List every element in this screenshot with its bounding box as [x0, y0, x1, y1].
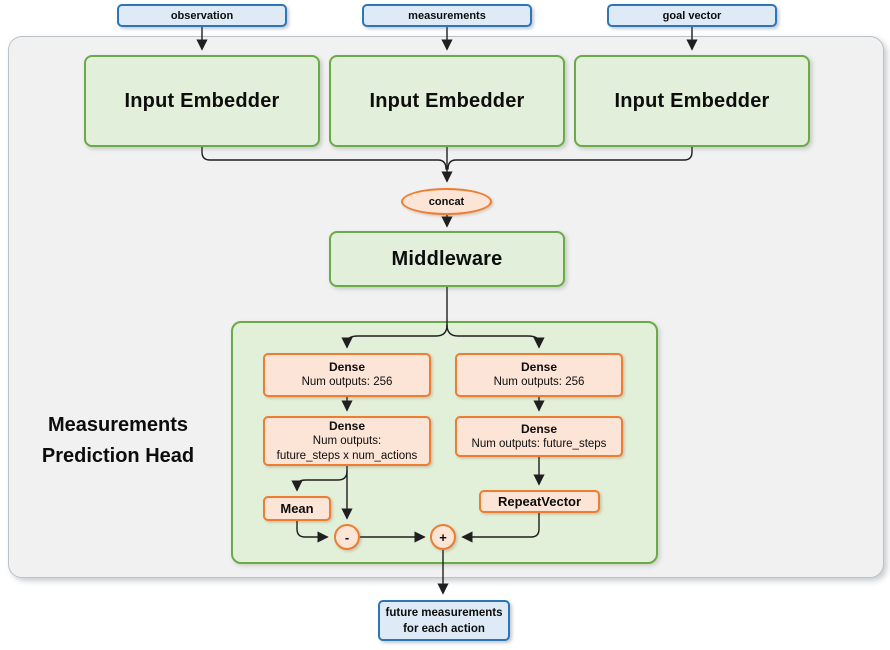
- input-embedder-label: Input Embedder: [369, 89, 525, 112]
- concat-label: concat: [428, 195, 465, 208]
- input-embedder-measurements: Input Embedder: [329, 55, 565, 147]
- concat-node: concat: [401, 188, 492, 215]
- input-measurements-label: measurements: [408, 9, 486, 22]
- repeat-vector-label: RepeatVector: [497, 494, 582, 509]
- input-measurements: measurements: [362, 4, 532, 27]
- dense-left-1: Dense Num outputs: 256: [263, 353, 431, 397]
- dense-right-1: Dense Num outputs: 256: [455, 353, 623, 397]
- dense-detail: Num outputs: 256: [301, 376, 393, 388]
- input-embedder-observation: Input Embedder: [84, 55, 320, 147]
- dense-right-2: Dense Num outputs: future_steps: [455, 416, 623, 457]
- add-node: +: [430, 524, 456, 550]
- input-goal-vector: goal vector: [607, 4, 777, 27]
- output-label-line1: future measurements: [385, 606, 503, 619]
- mean-label: Mean: [280, 501, 314, 516]
- dense-name: Dense: [520, 360, 558, 374]
- input-observation: observation: [117, 4, 287, 27]
- dense-name: Dense: [328, 418, 366, 433]
- input-goal-vector-label: goal vector: [662, 9, 722, 22]
- input-observation-label: observation: [170, 9, 234, 22]
- middleware-block: Middleware: [329, 231, 565, 287]
- repeat-vector-block: RepeatVector: [479, 490, 600, 513]
- input-embedder-goal-vector: Input Embedder: [574, 55, 810, 147]
- dense-detail-line2: future_steps x num_actions: [276, 449, 418, 462]
- dense-left-2: Dense Num outputs: future_steps x num_ac…: [263, 416, 431, 466]
- dense-name: Dense: [328, 360, 366, 374]
- output-label-line2: for each action: [403, 622, 485, 635]
- dense-detail: Num outputs: future_steps: [471, 437, 607, 450]
- middleware-label: Middleware: [391, 247, 503, 270]
- mean-block: Mean: [263, 496, 331, 521]
- input-embedder-label: Input Embedder: [124, 89, 280, 112]
- dense-name: Dense: [520, 421, 558, 436]
- dense-detail-line1: Num outputs:: [312, 434, 382, 447]
- subtract-node: -: [334, 524, 360, 550]
- output-block: future measurements for each action: [378, 600, 510, 641]
- prediction-head-title: Measurements Prediction Head: [41, 414, 195, 467]
- dense-detail: Num outputs: 256: [493, 376, 585, 388]
- minus-label: -: [344, 529, 350, 545]
- plus-label: +: [439, 529, 447, 545]
- input-embedder-label: Input Embedder: [614, 89, 770, 112]
